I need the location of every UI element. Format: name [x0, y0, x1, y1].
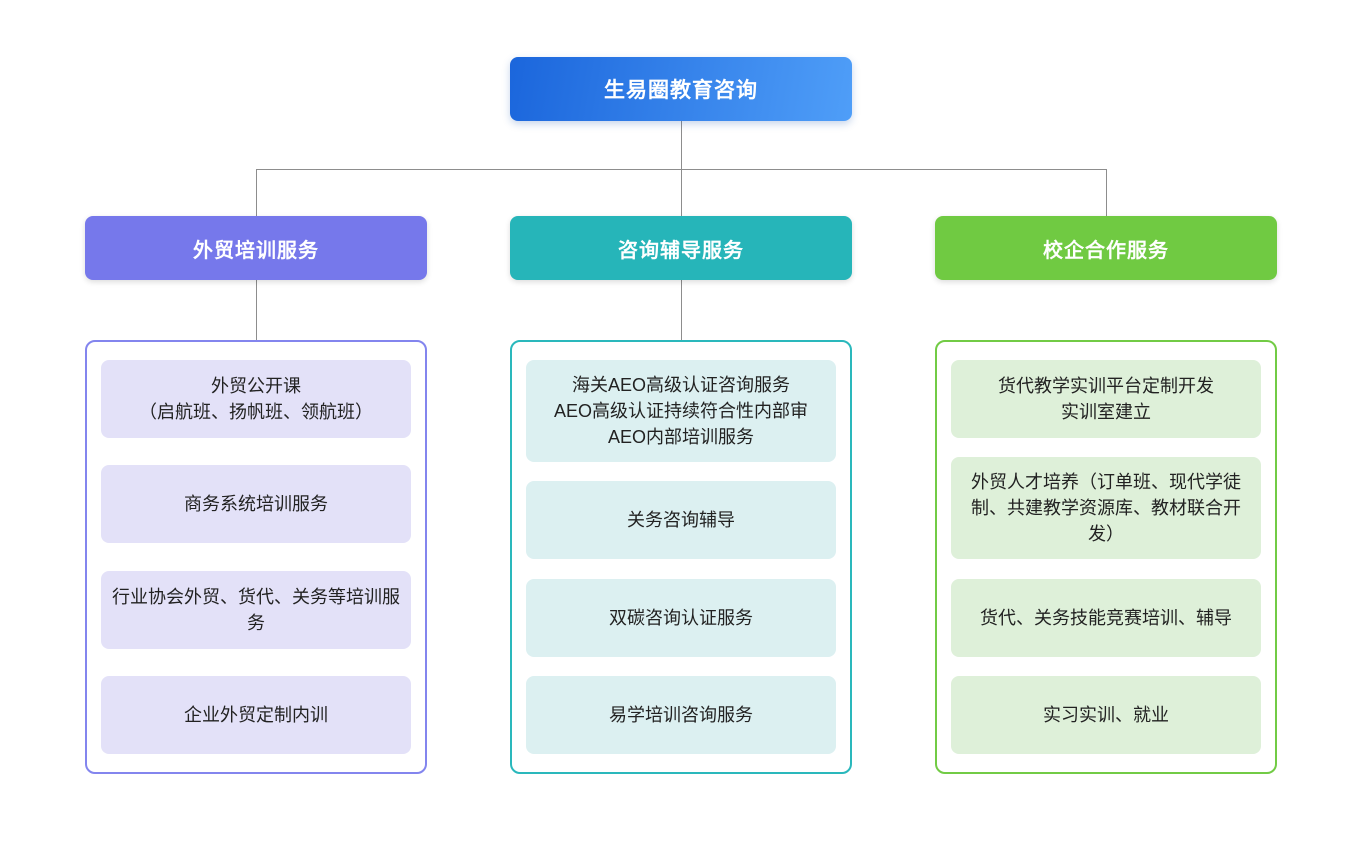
connector-drop-trade: [256, 169, 257, 216]
branch-label: 咨询辅导服务: [618, 239, 744, 262]
service-item: 关务咨询辅导: [526, 481, 836, 560]
service-item: 行业协会外贸、货代、关务等培训服务: [101, 570, 411, 649]
service-item: 海关AEO高级认证咨询服务 AEO高级认证持续符合性内部审 AEO内部培训服务: [526, 360, 836, 462]
branch-box-trade-training: 外贸公开课 （启航班、扬帆班、领航班） 商务系统培训服务 行业协会外贸、货代、关…: [85, 340, 427, 774]
connector-drop-school: [1106, 169, 1107, 216]
branch-header-school-enterprise: 校企合作服务: [935, 216, 1277, 280]
service-item: 易学培训咨询服务: [526, 675, 836, 754]
root-node: 生易圈教育咨询: [510, 57, 852, 121]
branch-label: 外贸培训服务: [193, 239, 319, 262]
service-item: 货代教学实训平台定制开发 实训室建立: [951, 360, 1261, 438]
branch-box-consulting: 海关AEO高级认证咨询服务 AEO高级认证持续符合性内部审 AEO内部培训服务 …: [510, 340, 852, 774]
branch-box-school-enterprise: 货代教学实训平台定制开发 实训室建立 外贸人才培养（订单班、现代学徒制、共建教学…: [935, 340, 1277, 774]
branch-header-consulting: 咨询辅导服务: [510, 216, 852, 280]
service-item: 实习实训、就业: [951, 675, 1261, 754]
connector-consulting-to-items: [681, 280, 682, 340]
service-item: 外贸人才培养（订单班、现代学徒制、共建教学资源库、教材联合开发）: [951, 457, 1261, 560]
branch-label: 校企合作服务: [1043, 239, 1169, 262]
service-item: 商务系统培训服务: [101, 465, 411, 544]
service-item: 货代、关务技能竞赛培训、辅导: [951, 578, 1261, 657]
connector-trade-to-items: [256, 280, 257, 340]
branch-header-trade-training: 外贸培训服务: [85, 216, 427, 280]
connector-root-down: [681, 121, 682, 169]
service-item: 企业外贸定制内训: [101, 675, 411, 754]
connector-drop-consulting: [681, 169, 682, 216]
service-item: 双碳咨询认证服务: [526, 578, 836, 657]
root-node-label: 生易圈教育咨询: [604, 79, 758, 102]
service-item: 外贸公开课 （启航班、扬帆班、领航班）: [101, 360, 411, 438]
